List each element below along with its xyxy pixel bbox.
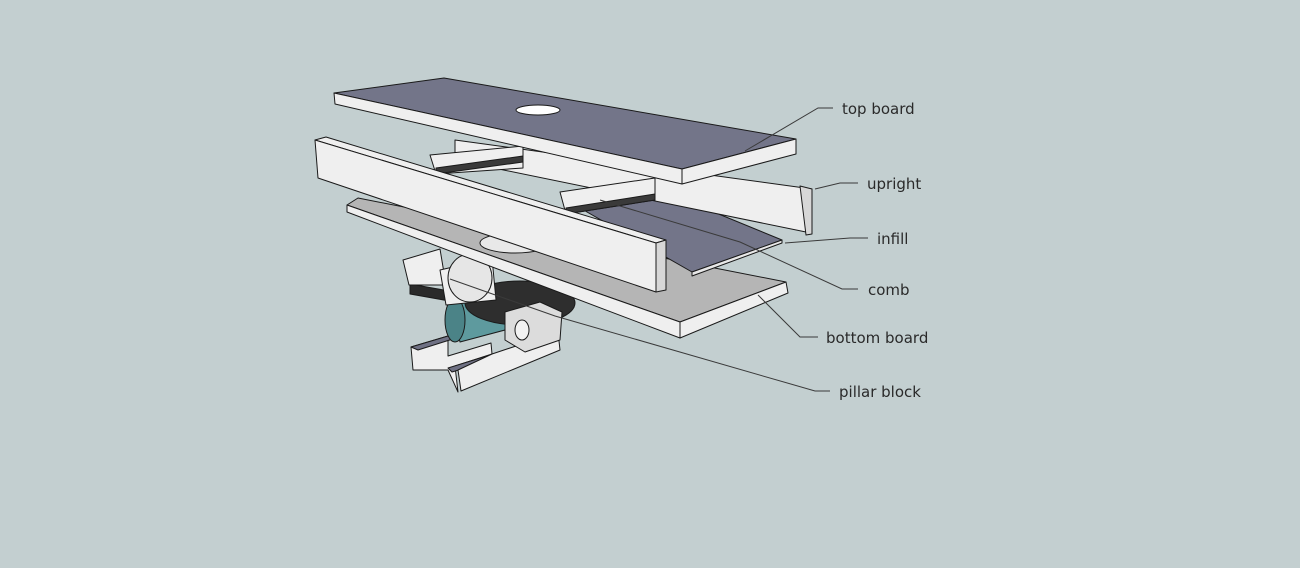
leader-lines <box>449 107 868 392</box>
comb-left <box>429 145 524 175</box>
label-upright: upright <box>867 175 921 193</box>
label-infill: infill <box>877 230 908 248</box>
label-comb: comb <box>868 281 910 299</box>
pillar-block-assembly <box>402 248 576 393</box>
comb-right <box>559 177 656 215</box>
label-bottom-board: bottom board <box>826 329 928 347</box>
label-pillar-block: pillar block <box>839 383 921 401</box>
upright-front <box>314 136 667 293</box>
label-top-board: top board <box>842 100 915 118</box>
top-board <box>333 77 797 185</box>
